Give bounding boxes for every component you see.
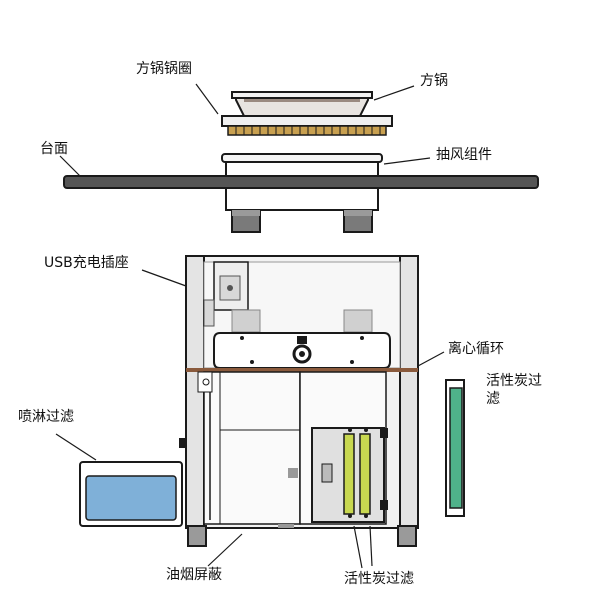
side-carbon-filter [445,379,465,517]
label-square-pot: 方锅 [420,73,448,89]
label-fan-assembly: 抽风组件 [436,147,492,163]
cabinet-foot-left [187,525,207,547]
pot-ring [221,115,393,136]
usb-socket-port [179,438,185,448]
label-centrifugal-circulation: 离心循环 [448,341,504,357]
centrifugal-module [213,332,391,369]
cabinet-foot-right [397,525,417,547]
divider-shelf [186,368,418,372]
callout-lines [55,83,445,569]
label-oil-fume-shield: 油烟屏蔽 [166,567,222,583]
label-spray-filter: 喷淋过滤 [18,409,74,425]
label-countertop: 台面 [40,141,68,157]
label-activated-carbon-bottom: 活性炭过滤 [344,571,414,587]
fan-assembly-lower [225,187,379,233]
label-usb-socket: USB充电插座 [44,255,129,271]
label-activated-carbon-side: 活性炭过滤 [486,373,542,407]
label-square-pot-ring: 方锅锅圈 [136,61,192,77]
carbon-filter-cartridge [311,427,388,523]
spray-filter-tank [79,461,183,527]
square-pot [231,91,373,117]
fan-assembly [221,153,383,177]
countertop [63,175,539,189]
